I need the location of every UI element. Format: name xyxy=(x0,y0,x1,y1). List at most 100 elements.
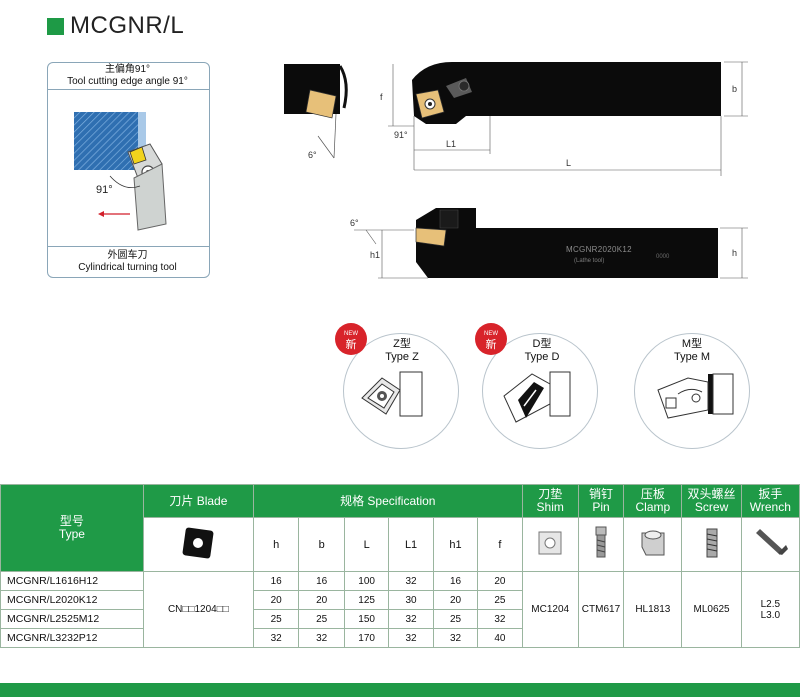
side-angle: 6° xyxy=(350,218,359,228)
spec-col-L: L xyxy=(343,517,390,572)
type-z-en: Type Z xyxy=(385,351,419,363)
pin-icon xyxy=(595,526,607,558)
cell-h1: 25 xyxy=(432,609,479,629)
table-row-type: MCGNR/L2525M12 xyxy=(0,609,144,629)
cell-L1: 30 xyxy=(388,590,434,610)
cell-L: 125 xyxy=(343,590,390,610)
spec-col-b: b xyxy=(298,517,345,572)
clamp-header-en: Clamp xyxy=(635,500,671,514)
blade-value: CN□□1204□□ xyxy=(142,571,254,648)
type-header-cn: 型号 xyxy=(59,514,84,528)
col-screw-header: 双头螺丝 Screw xyxy=(681,484,742,518)
cell-h: 25 xyxy=(252,609,300,629)
screw-header-en: Screw xyxy=(694,500,729,514)
dim-h: h xyxy=(732,248,737,258)
cell-L1: 32 xyxy=(388,628,434,648)
info-divider-top xyxy=(47,89,210,90)
cell-f: 32 xyxy=(477,609,523,629)
info-divider-bottom xyxy=(47,246,210,247)
type-header-en: Type xyxy=(58,527,85,541)
cell-f: 40 xyxy=(477,628,523,648)
screw-icon xyxy=(706,528,718,558)
clamp-value: HL1813 xyxy=(623,571,683,648)
cell-L1: 32 xyxy=(388,571,434,591)
spec-col-L1: L1 xyxy=(388,517,434,572)
engraved-sub: (Lathe tool) xyxy=(574,258,604,264)
spec-col-f: f xyxy=(477,517,523,572)
blade-image-cell xyxy=(142,517,254,572)
wrench-image-cell xyxy=(740,517,800,572)
cell-b: 20 xyxy=(298,590,345,610)
type-z-cn: Z型 xyxy=(393,338,411,350)
top-main-angle: 91° xyxy=(394,130,408,140)
type-m-cn: M型 xyxy=(681,338,703,350)
cell-L: 100 xyxy=(343,571,390,591)
engraved-code: 0000 xyxy=(656,254,670,260)
spec-table: 型号 Type 刀片 Blade 规格 Specification 刀垫 Shi… xyxy=(0,484,800,648)
tool-side-view-drawing: 6° h1 h MCGNR2020K12 (Lathe tool) 0000 xyxy=(350,208,748,279)
cell-L: 170 xyxy=(343,628,390,648)
cell-h1: 20 xyxy=(432,590,479,610)
cell-L1: 32 xyxy=(388,609,434,629)
wrench-header-en: Wrench xyxy=(749,500,791,514)
clamp-image-cell xyxy=(623,517,683,572)
cell-b: 25 xyxy=(298,609,345,629)
bottom-accent-bar xyxy=(0,683,800,697)
col-blade-header: 刀片 Blade xyxy=(142,484,254,518)
dim-f: f xyxy=(380,92,383,102)
shim-image-cell xyxy=(521,517,579,572)
pin-value: CTM617 xyxy=(577,571,625,648)
type-z-label: Z型 Type Z xyxy=(372,338,432,364)
spec-col-h: h xyxy=(252,517,300,572)
svg-text:NEW: NEW xyxy=(484,331,498,337)
top-small-angle: 6° xyxy=(308,150,317,160)
dim-L: L xyxy=(566,158,571,168)
type-d-en: Type D xyxy=(524,351,560,363)
spec-col-h1: h1 xyxy=(432,517,479,572)
info-panel-caption: 外圆车刀 Cylindrical turning tool xyxy=(47,250,208,274)
new-badge-d: NEW 新 xyxy=(475,323,507,355)
col-pin-header: 销钉 Pin xyxy=(577,484,625,518)
wrench-value-1: L2.5 xyxy=(760,598,781,610)
wrench-icon xyxy=(756,529,789,555)
cutting-angle-en: Tool cutting edge angle 91° xyxy=(67,76,188,87)
shim-value: MC1204 xyxy=(521,571,579,648)
cell-f: 20 xyxy=(477,571,523,591)
col-type-header: 型号 Type xyxy=(0,484,144,572)
type-d-cn: D型 xyxy=(532,338,552,350)
col-wrench-header: 扳手 Wrench xyxy=(740,484,800,518)
caption-en: Cylindrical turning tool xyxy=(78,262,177,273)
screw-header-cn: 双头螺丝 xyxy=(687,487,736,501)
svg-text:新: 新 xyxy=(346,337,357,351)
new-badge-z: NEW 新 xyxy=(335,323,367,355)
screw-image-cell xyxy=(681,517,742,572)
type-d-label: D型 Type D xyxy=(512,338,572,364)
table-row-type: MCGNR/L1616H12 xyxy=(0,571,144,591)
col-shim-header: 刀垫 Shim xyxy=(521,484,579,518)
type-d-illustration xyxy=(503,371,571,423)
type-z-illustration xyxy=(361,371,423,417)
caption-cn: 外圆车刀 xyxy=(107,250,148,261)
clamp-header-cn: 压板 xyxy=(640,487,665,501)
table-row-type: MCGNR/L3232P12 xyxy=(0,628,144,648)
pin-header-cn: 销钉 xyxy=(588,487,613,501)
blade-insert-icon xyxy=(182,527,214,559)
tool-top-view-drawing: 6° f 91° L1 L b xyxy=(284,61,748,176)
svg-text:NEW: NEW xyxy=(344,331,358,337)
info-panel-header: 主偏角91° Tool cutting edge angle 91° xyxy=(47,64,208,88)
page-title: MCGNR/L xyxy=(70,12,185,39)
shim-header-en: Shim xyxy=(536,500,564,514)
table-row-type: MCGNR/L2020K12 xyxy=(0,590,144,610)
pin-image-cell xyxy=(577,517,625,572)
cylindrical-turning-diagram: 91° xyxy=(74,112,167,231)
cell-h: 20 xyxy=(252,590,300,610)
cutting-angle-cn: 主偏角91° xyxy=(104,64,151,75)
cell-h: 16 xyxy=(252,571,300,591)
cell-L: 150 xyxy=(343,609,390,629)
pin-header-en: Pin xyxy=(592,500,610,514)
cell-b: 32 xyxy=(298,628,345,648)
svg-text:新: 新 xyxy=(486,337,497,351)
cell-f: 25 xyxy=(477,590,523,610)
type-m-label: M型 Type M xyxy=(662,338,722,364)
cell-b: 16 xyxy=(298,571,345,591)
